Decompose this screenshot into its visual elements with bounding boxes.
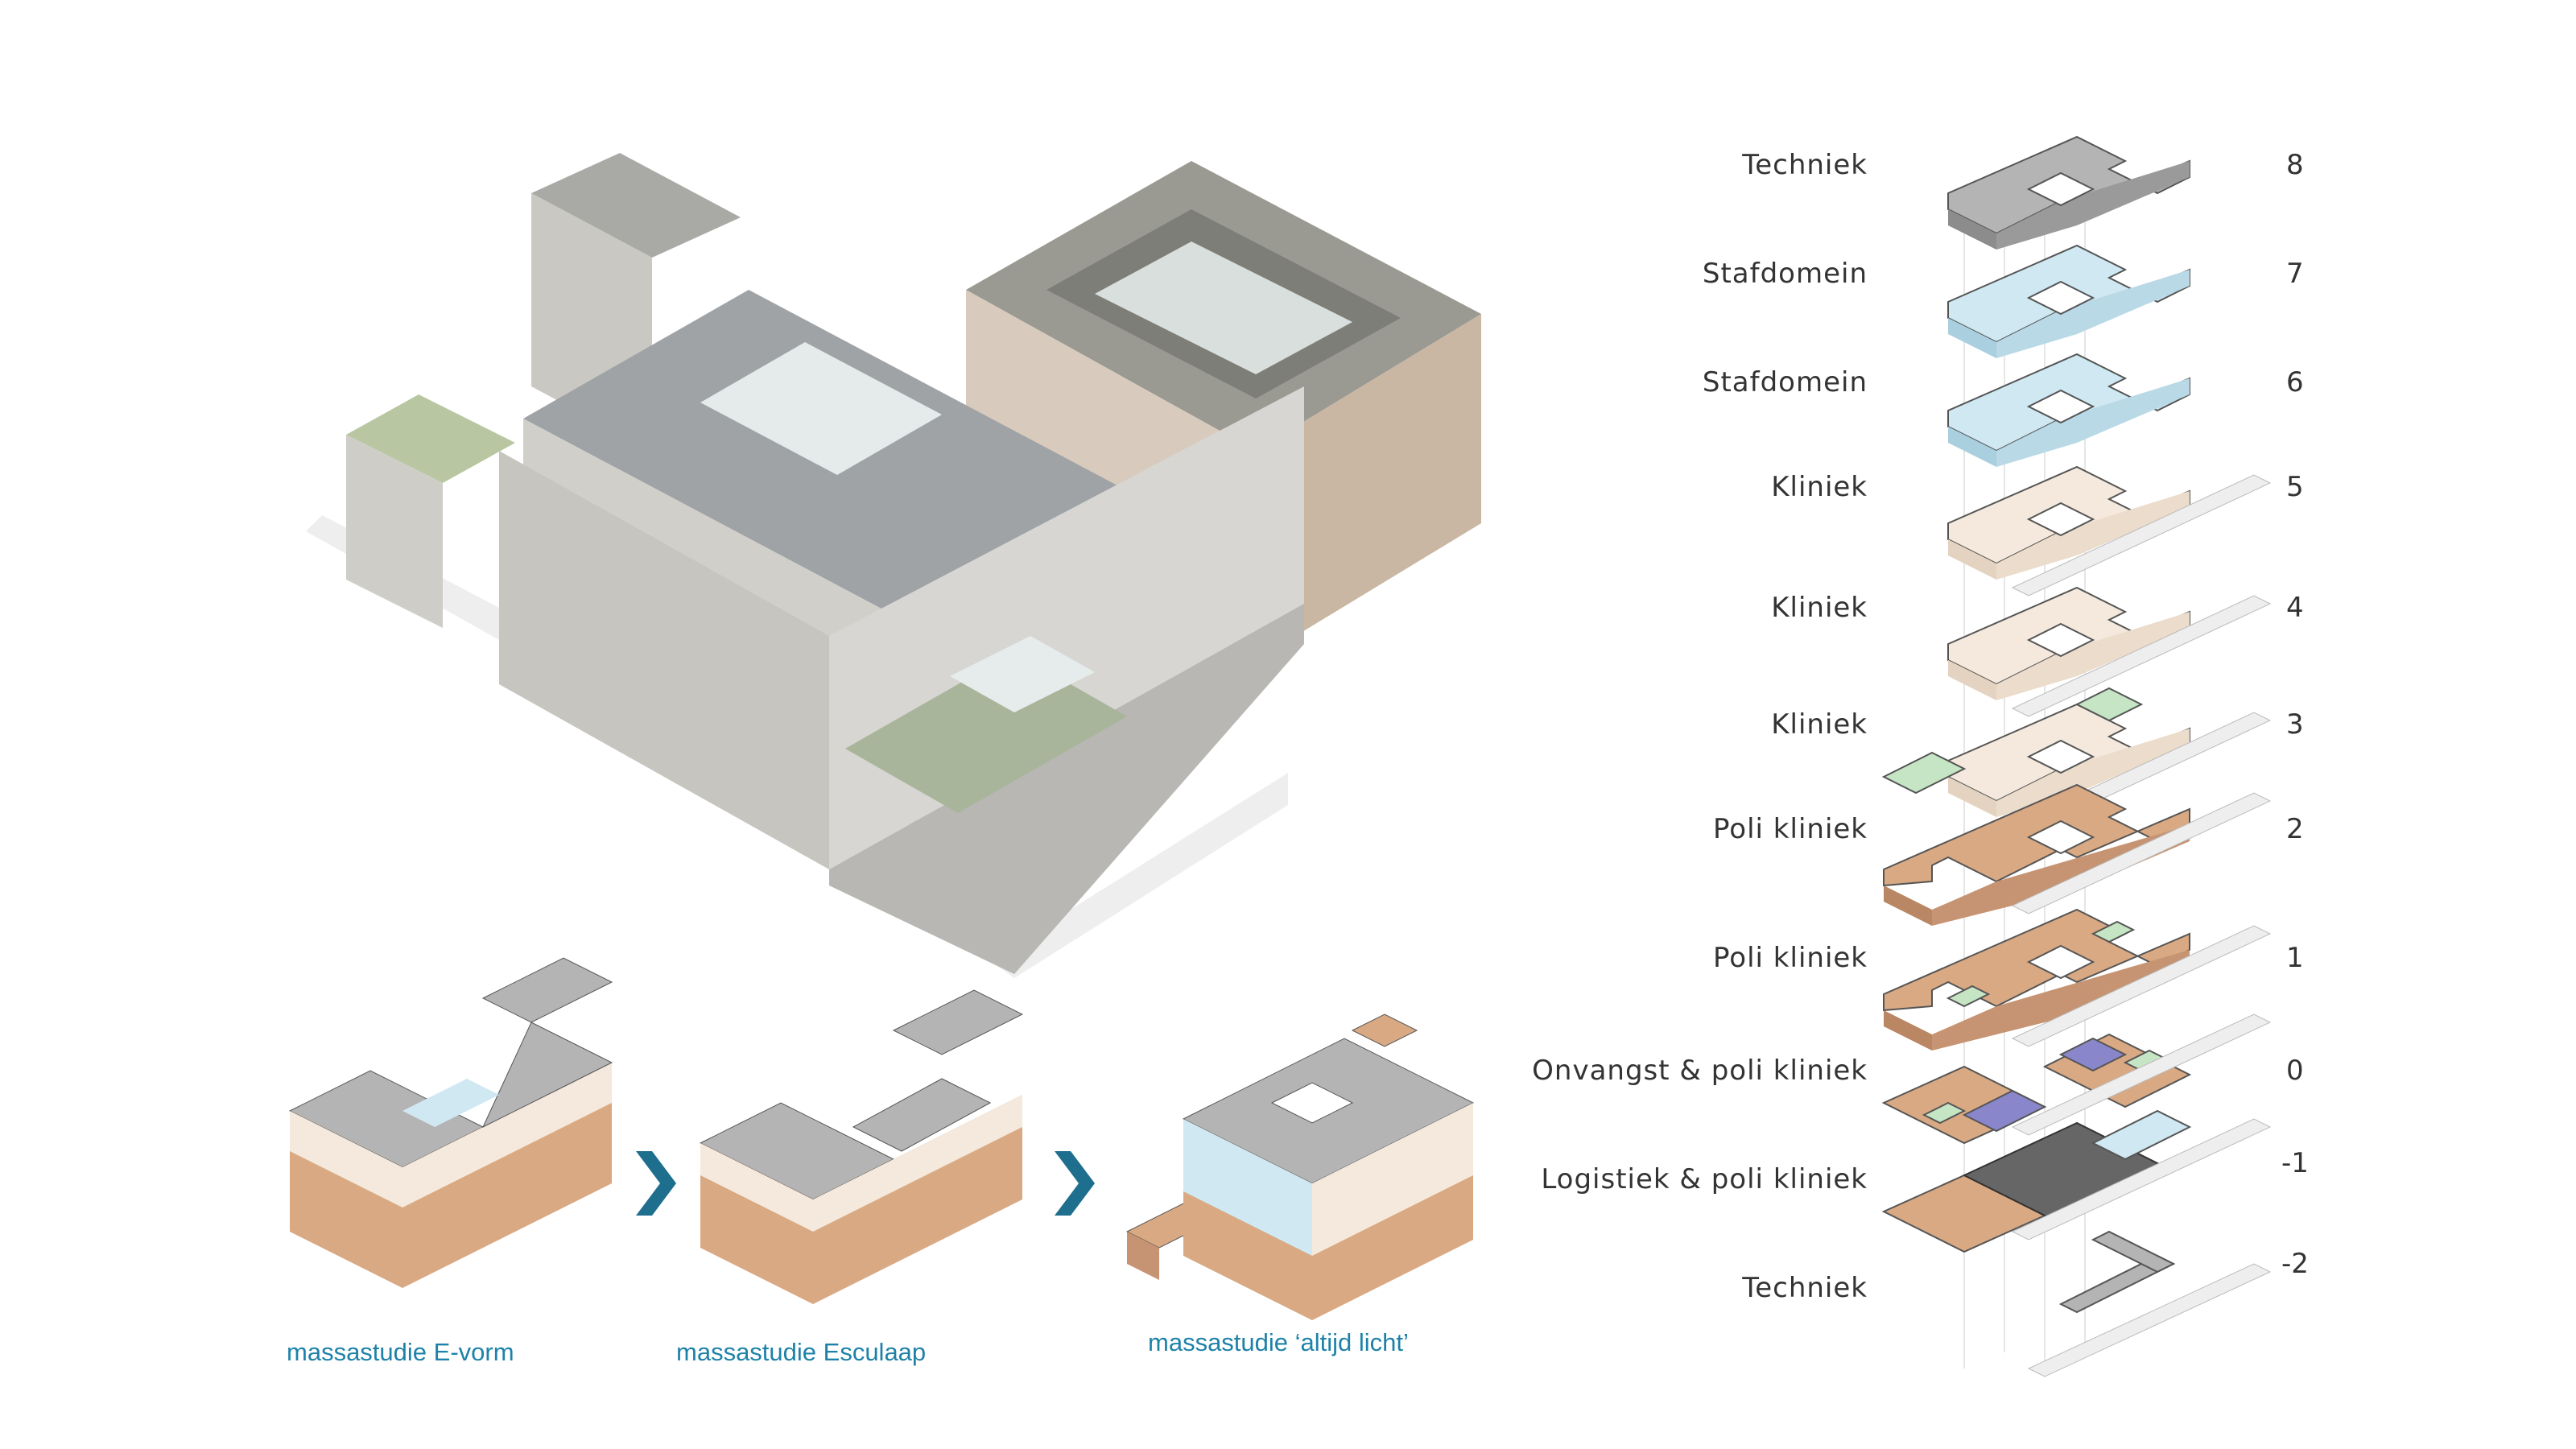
floor-level-4: 4 bbox=[2286, 592, 2304, 624]
building-axonometric bbox=[306, 153, 1481, 978]
study-arrow-1 bbox=[636, 1151, 676, 1216]
floor-level-minus2: -2 bbox=[2281, 1248, 2309, 1280]
floor-5-kliniek bbox=[1947, 465, 2272, 597]
floor-label-kliniek-4: Kliniek bbox=[1771, 592, 1868, 624]
floor-level-3: 3 bbox=[2286, 708, 2304, 741]
floor-7-stafdomein bbox=[1947, 244, 2190, 358]
floor-stack bbox=[1881, 135, 2272, 1377]
floor-1-poli-kliniek bbox=[1883, 908, 2272, 1051]
floor-label-poli-kliniek-2: Poli kliniek bbox=[1713, 813, 1868, 845]
floor-label-kliniek-3: Kliniek bbox=[1771, 708, 1868, 741]
floor-label-techniek-minus2: Techniek bbox=[1742, 1272, 1868, 1304]
floor-label-techniek-8: Techniek bbox=[1742, 149, 1868, 181]
floor-level-8: 8 bbox=[2286, 149, 2304, 181]
caption-esculaap: massastudie Esculaap bbox=[676, 1338, 927, 1366]
floor-label-kliniek-5: Kliniek bbox=[1771, 471, 1868, 503]
study-esculaap bbox=[699, 989, 1024, 1304]
floor-label-stafdomein-6: Stafdomein bbox=[1702, 366, 1868, 398]
study-altijd-licht bbox=[1125, 1013, 1475, 1320]
floor-6-stafdomein bbox=[1947, 353, 2190, 467]
floor-minus2-techniek bbox=[2027, 1230, 2272, 1377]
floor-level-2: 2 bbox=[2286, 813, 2304, 845]
floor-label-onvangst-0: Onvangst & poli kliniek bbox=[1532, 1055, 1868, 1087]
floor-8-techniek bbox=[1947, 135, 2190, 250]
floor-label-stafdomein-7: Stafdomein bbox=[1702, 258, 1868, 290]
study-e-vorm bbox=[288, 957, 613, 1288]
floor-2-poli-kliniek bbox=[1883, 783, 2272, 926]
study-arrow-2 bbox=[1055, 1151, 1095, 1216]
caption-altijd-licht: massastudie ‘altijd licht’ bbox=[1148, 1328, 1409, 1356]
floor-level-5: 5 bbox=[2286, 471, 2304, 503]
floor-4-kliniek bbox=[1947, 586, 2272, 717]
floor-level-minus1: -1 bbox=[2281, 1147, 2309, 1179]
floor-label-poli-kliniek-1: Poli kliniek bbox=[1713, 942, 1868, 974]
floor-0-onvangst bbox=[1881, 1013, 2272, 1145]
floor-level-7: 7 bbox=[2286, 258, 2304, 290]
floor-minus1-logistiek bbox=[1881, 1109, 2272, 1253]
floor-label-logistiek-minus1: Logistiek & poli kliniek bbox=[1541, 1163, 1868, 1195]
floor-level-0: 0 bbox=[2286, 1055, 2304, 1087]
floor-level-1: 1 bbox=[2286, 942, 2304, 974]
floor-level-6: 6 bbox=[2286, 366, 2304, 398]
caption-e-vorm: massastudie E-vorm bbox=[287, 1338, 514, 1366]
